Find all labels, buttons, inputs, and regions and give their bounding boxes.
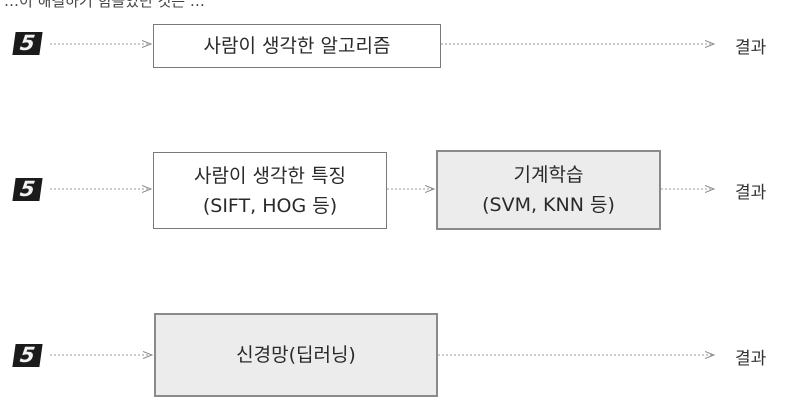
clipped-header-text: …이 해결하기 힘들었던 것은 …	[4, 0, 205, 10]
result-label-row1: 결과	[735, 38, 767, 58]
result-label-row2: 결과	[735, 183, 767, 203]
box-label-line2: (SVM, KNN 등)	[482, 194, 615, 216]
box-label-line1: 기계학습	[513, 164, 584, 186]
box-label-line1: 사람이 생각한 특징	[194, 164, 346, 187]
digit-image-row1: 5	[12, 31, 43, 55]
box-label: 신경망(딥러닝)	[236, 344, 356, 366]
algorithm-box: 사람이 생각한 알고리즘	[153, 24, 441, 68]
digit-image-row3: 5	[12, 343, 43, 367]
human-feature-box: 사람이 생각한 특징 (SIFT, HOG 등)	[153, 152, 387, 229]
machine-learning-box: 기계학습 (SVM, KNN 등)	[436, 150, 661, 230]
result-label-row3: 결과	[735, 349, 767, 369]
box-label-line2: (SIFT, HOG 등)	[202, 194, 338, 217]
neural-network-box: 신경망(딥러닝)	[154, 313, 438, 397]
digit-image-row2: 5	[12, 177, 43, 201]
box-label: 사람이 생각한 알고리즘	[203, 35, 391, 57]
